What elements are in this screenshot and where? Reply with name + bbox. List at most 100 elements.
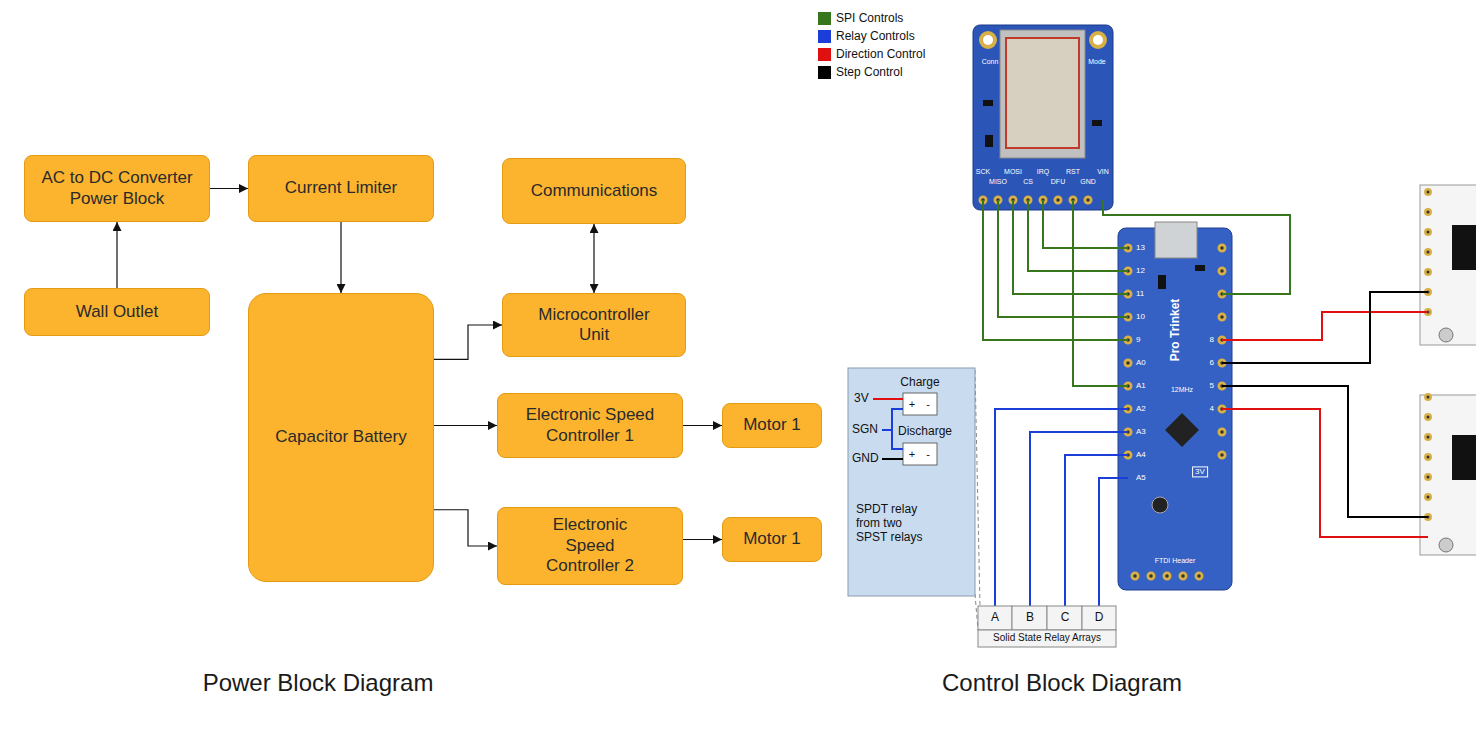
legend-text: SPI Controls	[836, 11, 903, 25]
relay-wire	[1065, 455, 1128, 606]
usb-connector	[1155, 222, 1197, 258]
pin-name: A5	[1136, 473, 1146, 482]
arrow-connector	[593, 224, 594, 293]
ble-module-board	[973, 25, 1113, 210]
table-caption: Solid State Relay Arrays	[993, 632, 1101, 644]
spi-wire	[1028, 200, 1128, 271]
pin-name: IRQ	[1037, 168, 1049, 176]
smd-part	[1092, 120, 1102, 126]
pin-name: 10	[1136, 312, 1145, 321]
pin-name: 13	[1136, 243, 1145, 252]
table-cell: A	[991, 611, 999, 625]
process-box: Electronic Speed Controller 2	[497, 507, 683, 585]
box-label: Communications	[531, 181, 658, 201]
legend-row: Direction Control	[818, 47, 925, 61]
relay-wire	[1030, 432, 1128, 606]
process-box: AC to DC Converter Power Block	[24, 155, 210, 222]
terminal-sign: +	[909, 398, 915, 411]
pin-name: MOSI	[1004, 168, 1022, 176]
legend-swatch	[818, 30, 831, 43]
signal-name: 3V	[854, 392, 869, 406]
arrow-connector	[116, 222, 117, 288]
figure-caption: Power Block Diagram	[203, 669, 434, 697]
relay-symbol	[903, 393, 937, 415]
inset-panel	[848, 368, 975, 596]
pin-name: 9	[1136, 335, 1140, 344]
mounting-hole	[979, 31, 997, 49]
terminal-sign: -	[926, 398, 930, 411]
relay-name: Charge	[900, 376, 939, 390]
legend-swatch	[818, 66, 831, 79]
process-box: Capacitor Battery	[248, 293, 434, 582]
mounting-hole	[983, 35, 993, 45]
process-box: Electronic Speed Controller 1	[497, 393, 683, 458]
pin-name: SCK	[976, 168, 990, 176]
relay-cell	[978, 606, 1012, 630]
stepper-driver-board	[1420, 185, 1476, 345]
pin-name: 11	[1136, 289, 1144, 298]
arrow-connector	[434, 425, 497, 426]
box-label: AC to DC Converter Power Block	[33, 168, 201, 209]
pin-name: A3	[1136, 427, 1146, 436]
relay-cell	[1047, 606, 1082, 630]
pin-name: 6	[1210, 358, 1214, 367]
mcu-chip	[1165, 413, 1199, 447]
board-name: Pro Trinket	[1169, 299, 1183, 362]
pin-name: A0	[1136, 358, 1146, 367]
mounting-hole	[1089, 31, 1107, 49]
direction-wire	[1222, 409, 1428, 537]
pin-name: CS	[1023, 178, 1033, 186]
process-box: Motor 1	[722, 403, 822, 448]
table-cell: C	[1061, 611, 1070, 625]
arrow-connector	[210, 188, 248, 189]
direction-wire	[1222, 312, 1428, 340]
pin-name: 5	[1210, 381, 1214, 390]
legend-row: Relay Controls	[818, 29, 915, 43]
arrow-connector	[683, 539, 722, 540]
legend-swatch	[818, 48, 831, 61]
silkscreen-label: Mode	[1088, 58, 1106, 66]
process-box: Wall Outlet	[24, 288, 210, 336]
relay-wire	[995, 409, 1128, 606]
ground-wire	[882, 458, 903, 460]
header-pin	[1126, 248, 1130, 478]
reset-button	[1152, 497, 1168, 513]
spi-wires	[983, 200, 1290, 386]
trim-pot	[1439, 328, 1453, 342]
step-wire	[1222, 386, 1428, 517]
legend-text: Step Control	[836, 65, 903, 79]
pin-name: A4	[1136, 450, 1146, 459]
table-cell: D	[1095, 611, 1104, 625]
signal-name: GND	[852, 452, 879, 466]
arrow-connector	[434, 325, 502, 359]
relay-cell	[1082, 606, 1116, 630]
pin-name: GND	[1080, 178, 1096, 186]
arrow-connector	[340, 222, 341, 293]
signal-name: SGN	[852, 423, 878, 437]
relay-cell	[1012, 606, 1047, 630]
box-label: Electronic Speed Controller 1	[506, 405, 674, 446]
box-label: Microcontroller Unit	[525, 305, 663, 346]
relay-name: Discharge	[898, 425, 952, 439]
legend-row: SPI Controls	[818, 11, 903, 25]
pin-name: VIN	[1097, 168, 1109, 176]
mcu-board	[1118, 228, 1232, 590]
stepper-driver-board	[1420, 395, 1476, 555]
smd-part	[983, 100, 993, 106]
header-pin	[1135, 574, 1215, 578]
legend-swatch	[818, 12, 831, 25]
figure-caption: Control Block Diagram	[942, 669, 1182, 697]
terminal-sign: -	[926, 448, 930, 461]
driver-wires	[1222, 292, 1428, 537]
relay-wire	[1099, 478, 1128, 606]
process-box: Motor 1	[722, 517, 822, 562]
box-label: Capacitor Battery	[275, 427, 406, 447]
mounting-hole	[1093, 35, 1103, 45]
pin-name: 4	[1210, 404, 1214, 413]
inset-note: SPDT relay from two SPST relays	[856, 503, 930, 544]
step-wire	[1222, 292, 1428, 363]
spi-wire	[1103, 200, 1290, 294]
box-label: Current Limiter	[285, 178, 397, 198]
header-pin	[1135, 572, 1215, 581]
